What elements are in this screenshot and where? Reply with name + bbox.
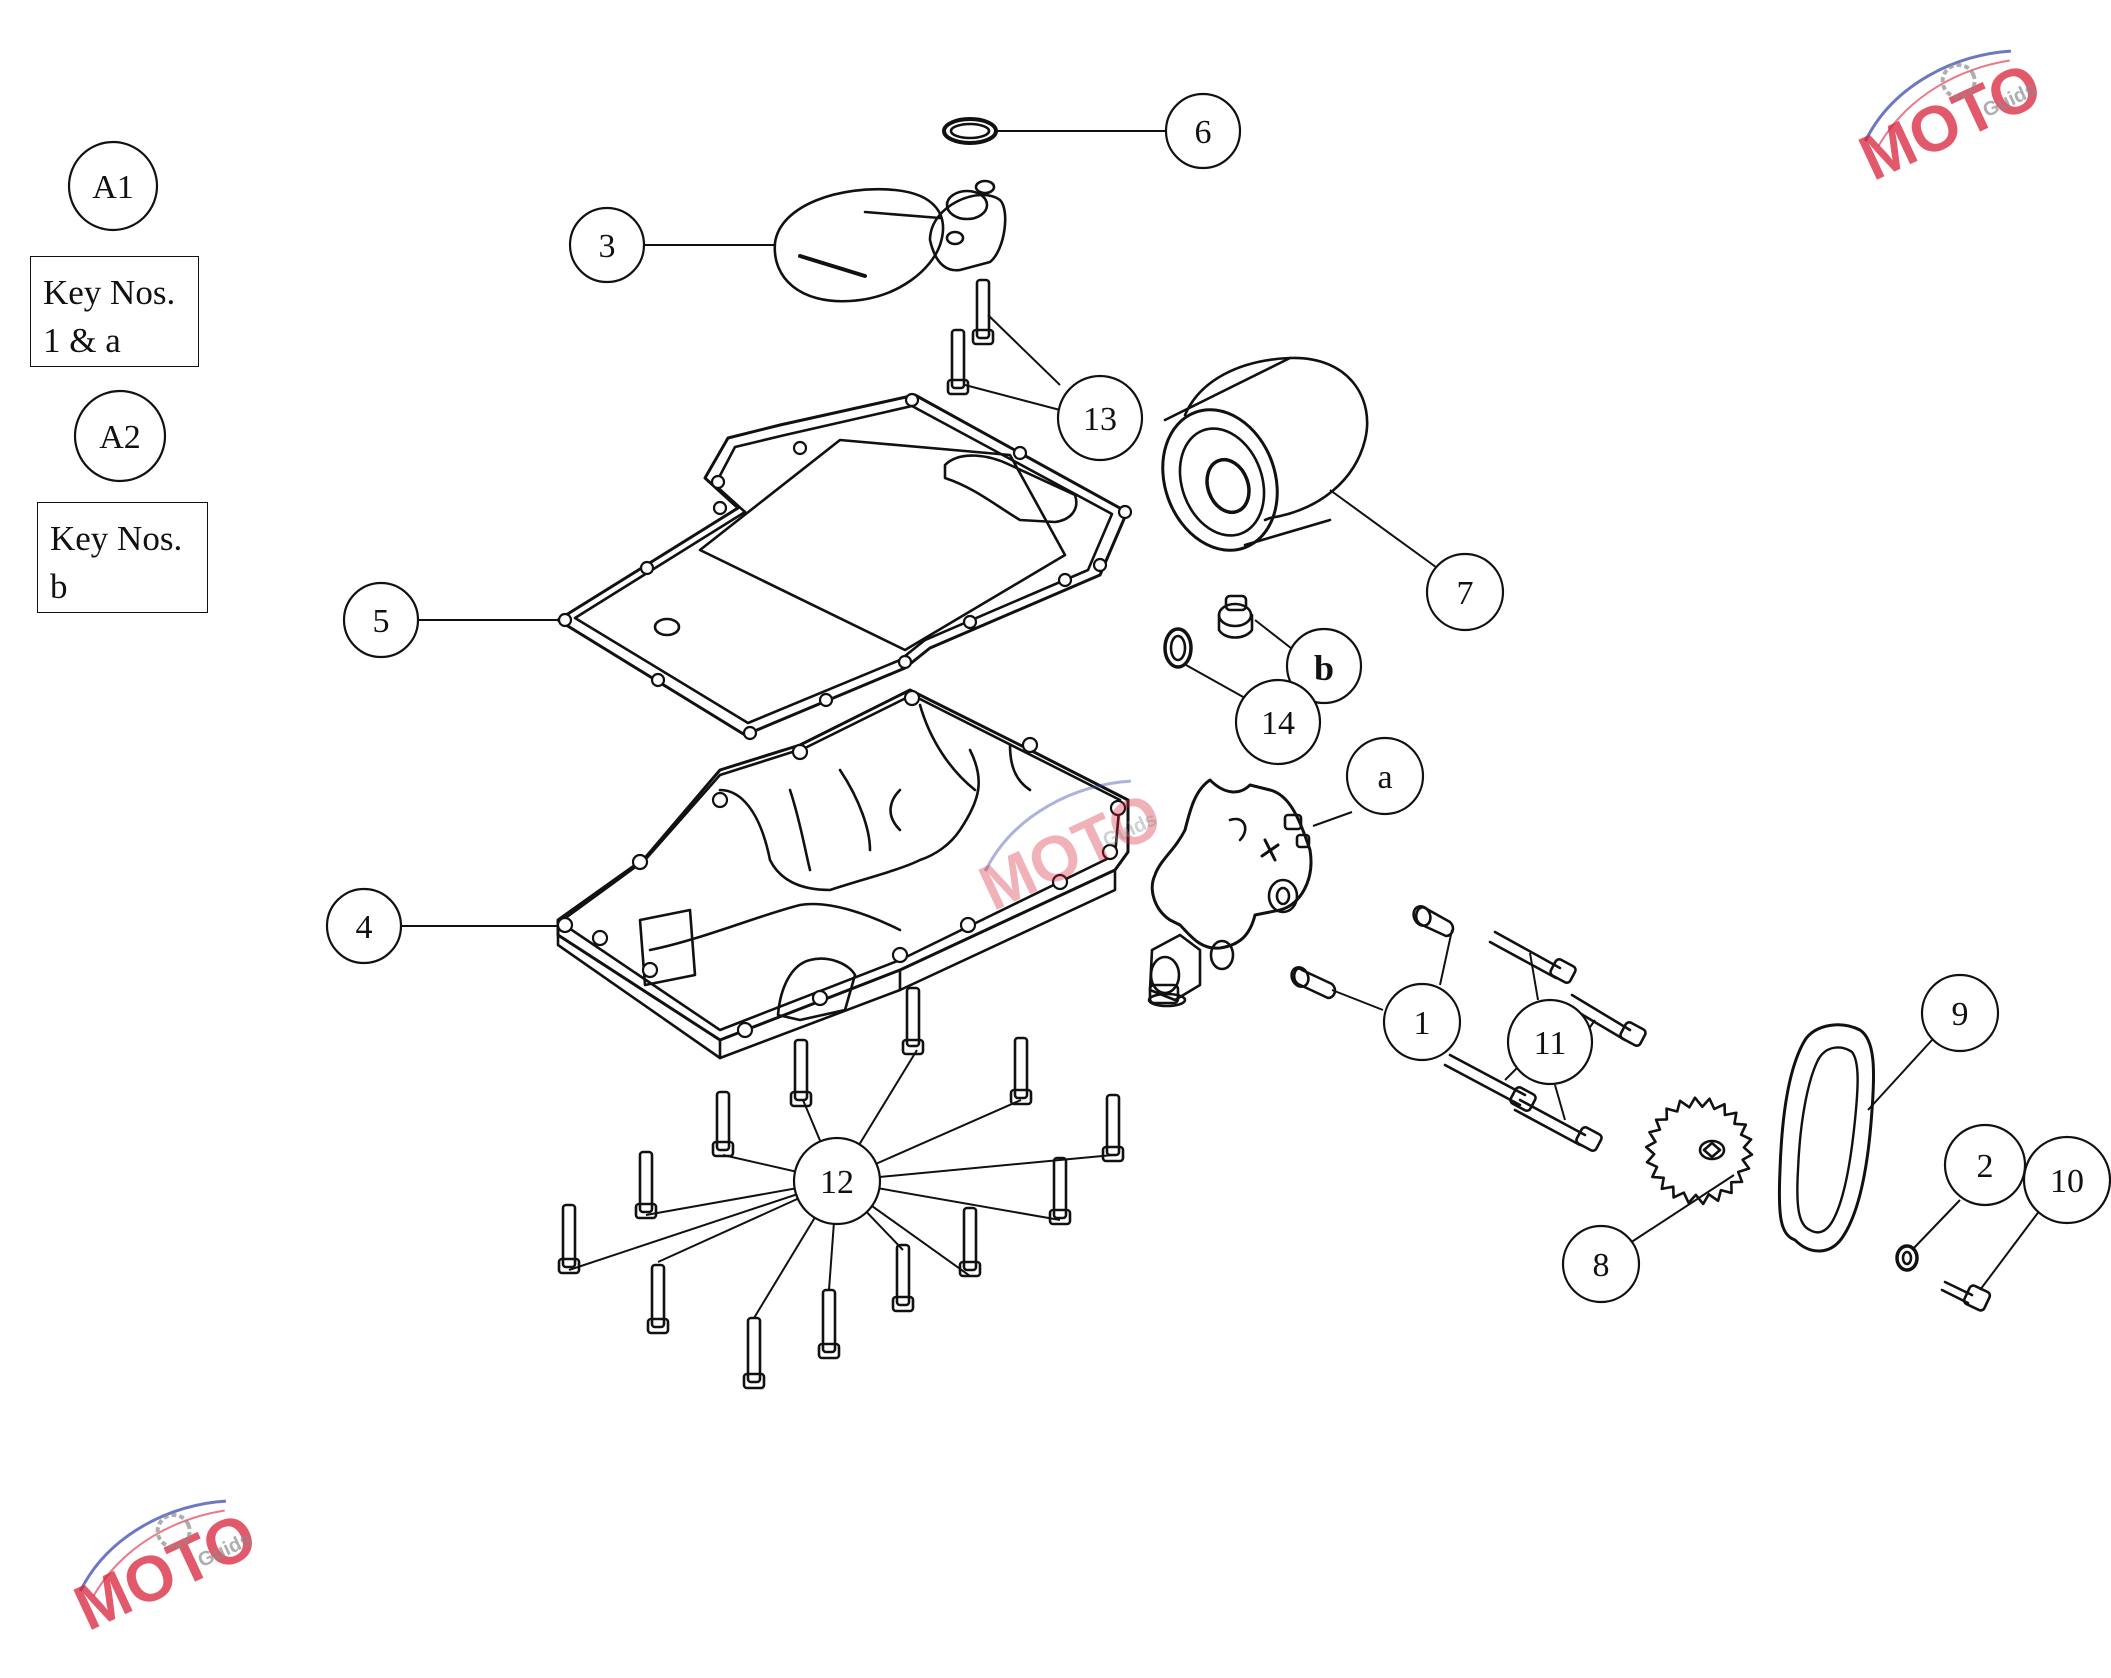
- sprocket-part-8: [1644, 1096, 1754, 1206]
- watermark-top-right: MOTO Guids: [1849, 48, 2052, 194]
- svg-text:b: b: [1314, 648, 1334, 688]
- callout-7: 7: [1425, 552, 1505, 632]
- svg-text:5: 5: [373, 603, 390, 640]
- watermark-bottom-left: MOTO Guids: [64, 1498, 267, 1644]
- legend-a2-line2: b: [50, 567, 68, 606]
- watermark-center: MOTO Guids: [969, 778, 1172, 924]
- drive-chain-part-9: [1777, 1023, 1876, 1253]
- bolts-part-11: [1443, 930, 1647, 1153]
- bolts-part-13: [946, 278, 995, 396]
- svg-text:a: a: [1377, 759, 1392, 796]
- callout-6: 6: [1164, 92, 1242, 170]
- callout-13: 13: [1056, 374, 1144, 462]
- svg-text:6: 6: [1195, 114, 1212, 151]
- legend-a1-line1: Key Nos.: [43, 273, 176, 312]
- callout-9: 9: [1920, 973, 2000, 1053]
- svg-text:3: 3: [599, 228, 616, 265]
- oil-pump-body: [1147, 778, 1313, 1008]
- svg-text:4: 4: [356, 909, 373, 946]
- callout-2: 2: [1943, 1123, 2027, 1207]
- svg-text:11: 11: [1534, 1025, 1567, 1062]
- drain-plug-part-b: [1217, 594, 1254, 639]
- callout-a: a: [1345, 736, 1425, 816]
- svg-text:MOTO: MOTO: [969, 778, 1172, 924]
- svg-text:2: 2: [1977, 1148, 1994, 1185]
- svg-text:13: 13: [1083, 401, 1117, 438]
- svg-text:MOTO: MOTO: [1849, 48, 2052, 194]
- svg-text:9: 9: [1952, 996, 1969, 1033]
- svg-text:7: 7: [1457, 575, 1474, 612]
- callout-3: 3: [568, 206, 646, 284]
- callout-4: 4: [325, 887, 403, 965]
- callout-5: 5: [342, 581, 420, 659]
- o-ring-part-6: [942, 117, 998, 145]
- svg-text:10: 10: [2050, 1163, 2084, 1200]
- callout-11: 11: [1506, 998, 1594, 1086]
- callout-b: b: [1285, 627, 1363, 705]
- legend-box-a2: Key Nos. b: [37, 502, 208, 613]
- legend-circles: A1 A2: [67, 140, 167, 483]
- legend-box-a1: Key Nos. 1 & a: [30, 256, 199, 367]
- oil-strainer-part-3: [773, 179, 1007, 303]
- svg-text:1: 1: [1414, 1005, 1431, 1042]
- svg-text:A2: A2: [99, 419, 141, 456]
- dowels-part-1: [1290, 905, 1455, 1000]
- callout-12: 12: [792, 1136, 882, 1226]
- svg-text:A1: A1: [92, 169, 134, 206]
- legend-a2-line1: Key Nos.: [50, 519, 183, 558]
- svg-text:14: 14: [1261, 705, 1295, 742]
- svg-text:8: 8: [1593, 1247, 1610, 1284]
- legend-a1-line2: 1 & a: [43, 321, 121, 360]
- callout-10: 10: [2022, 1135, 2111, 1225]
- legend-circle-a1: A1: [67, 140, 159, 232]
- svg-text:MOTO: MOTO: [64, 1498, 267, 1644]
- callout-8: 8: [1561, 1224, 1641, 1304]
- callout-14: 14: [1234, 678, 1322, 766]
- callouts: 6 3 13 5 7 b 14 a 4 1 11 9 12 2 10 8: [325, 92, 2111, 1304]
- washer-part-2: [1895, 1244, 1919, 1272]
- oil-filter-part-7: [1161, 356, 1369, 552]
- callout-1: 1: [1382, 982, 1462, 1062]
- legend-circle-a2: A2: [73, 389, 167, 483]
- washer-part-14: [1163, 627, 1193, 669]
- leader-lines: [402, 130, 2041, 1319]
- sump-gasket-part-5: [556, 392, 1133, 741]
- oil-sump-part-4: [556, 688, 1130, 1060]
- svg-text:12: 12: [820, 1164, 854, 1201]
